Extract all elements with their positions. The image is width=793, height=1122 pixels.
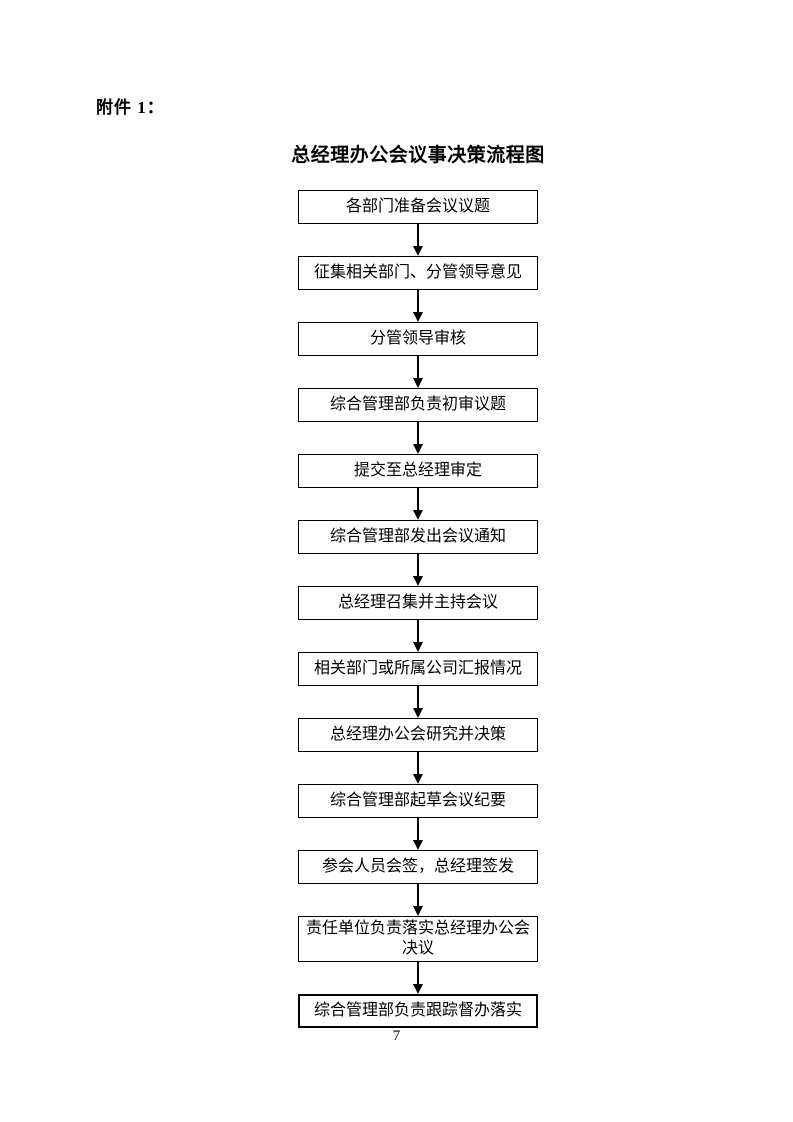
attachment-label: 附件 1：	[96, 98, 165, 117]
arrow-line	[417, 224, 419, 246]
arrow-down-icon	[413, 224, 423, 256]
flowchart-step-label: 综合管理部起草会议纪要	[329, 792, 506, 809]
arrow-down-icon	[413, 356, 423, 388]
arrow-head	[413, 378, 423, 388]
page-title: 总经理办公会议事决策流程图	[291, 145, 545, 166]
arrow-down-icon	[413, 884, 423, 916]
arrow-line	[417, 752, 419, 774]
arrow-down-icon	[413, 488, 423, 520]
arrow-line	[417, 422, 419, 444]
arrow-down-icon	[413, 962, 423, 994]
flowchart-step: 综合管理部负责跟踪督办落实	[298, 994, 538, 1028]
arrow-head	[413, 840, 423, 850]
flowchart-step-label: 参会人员会签，总经理签发	[321, 858, 514, 875]
flowchart: 各部门准备会议议题征集相关部门、分管领导意见分管领导审核综合管理部负责初审议题提…	[248, 190, 588, 1028]
flowchart-section: 总经理办公会议事决策流程图 各部门准备会议议题征集相关部门、分管领导意见分管领导…	[248, 143, 588, 1028]
arrow-down-icon	[413, 554, 423, 586]
flowchart-step: 总经理办公会研究并决策	[298, 718, 538, 752]
flowchart-step: 各部门准备会议议题	[298, 190, 538, 224]
arrow-line	[417, 884, 419, 906]
arrow-line	[417, 290, 419, 312]
arrow-line	[417, 962, 419, 984]
flowchart-step: 综合管理部起草会议纪要	[298, 784, 538, 818]
flowchart-step-label: 提交至总经理审定	[353, 462, 482, 479]
arrow-down-icon	[413, 290, 423, 322]
flowchart-step: 提交至总经理审定	[298, 454, 538, 488]
arrow-head	[413, 774, 423, 784]
arrow-line	[417, 488, 419, 510]
flowchart-step-label: 相关部门或所属公司汇报情况	[313, 660, 522, 677]
arrow-down-icon	[413, 422, 423, 454]
arrow-head	[413, 510, 423, 520]
arrow-head	[413, 708, 423, 718]
arrow-down-icon	[413, 818, 423, 850]
arrow-line	[417, 620, 419, 642]
page-number: 7	[392, 1028, 401, 1044]
flowchart-step: 综合管理部负责初审议题	[298, 388, 538, 422]
flowchart-step: 综合管理部发出会议通知	[298, 520, 538, 554]
flowchart-step: 参会人员会签，总经理签发	[298, 850, 538, 884]
flowchart-step-label: 综合管理部发出会议通知	[329, 528, 506, 545]
flowchart-step: 总经理召集并主持会议	[298, 586, 538, 620]
arrow-down-icon	[413, 686, 423, 718]
arrow-line	[417, 554, 419, 576]
arrow-line	[417, 818, 419, 840]
arrow-head	[413, 246, 423, 256]
flowchart-step-label: 综合管理部负责跟踪督办落实	[313, 1002, 522, 1019]
flowchart-step: 相关部门或所属公司汇报情况	[298, 652, 538, 686]
flowchart-step-label: 总经理召集并主持会议	[337, 594, 498, 611]
flowchart-step-label: 责任单位负责落实总经理办公会决议	[305, 920, 530, 957]
arrow-head	[413, 984, 423, 994]
arrow-head	[413, 642, 423, 652]
arrow-down-icon	[413, 620, 423, 652]
flowchart-step-label: 综合管理部负责初审议题	[329, 396, 506, 413]
flowchart-step: 责任单位负责落实总经理办公会决议	[298, 916, 538, 962]
flowchart-step: 分管领导审核	[298, 322, 538, 356]
flowchart-step-label: 分管领导审核	[369, 330, 466, 347]
arrow-head	[413, 444, 423, 454]
arrow-line	[417, 686, 419, 708]
flowchart-step-label: 征集相关部门、分管领导意见	[313, 264, 522, 281]
arrow-head	[413, 312, 423, 322]
arrow-head	[413, 906, 423, 916]
flowchart-step: 征集相关部门、分管领导意见	[298, 256, 538, 290]
flowchart-step-label: 各部门准备会议议题	[345, 198, 490, 215]
arrow-line	[417, 356, 419, 378]
arrow-head	[413, 576, 423, 586]
arrow-down-icon	[413, 752, 423, 784]
flowchart-step-label: 总经理办公会研究并决策	[329, 726, 506, 743]
